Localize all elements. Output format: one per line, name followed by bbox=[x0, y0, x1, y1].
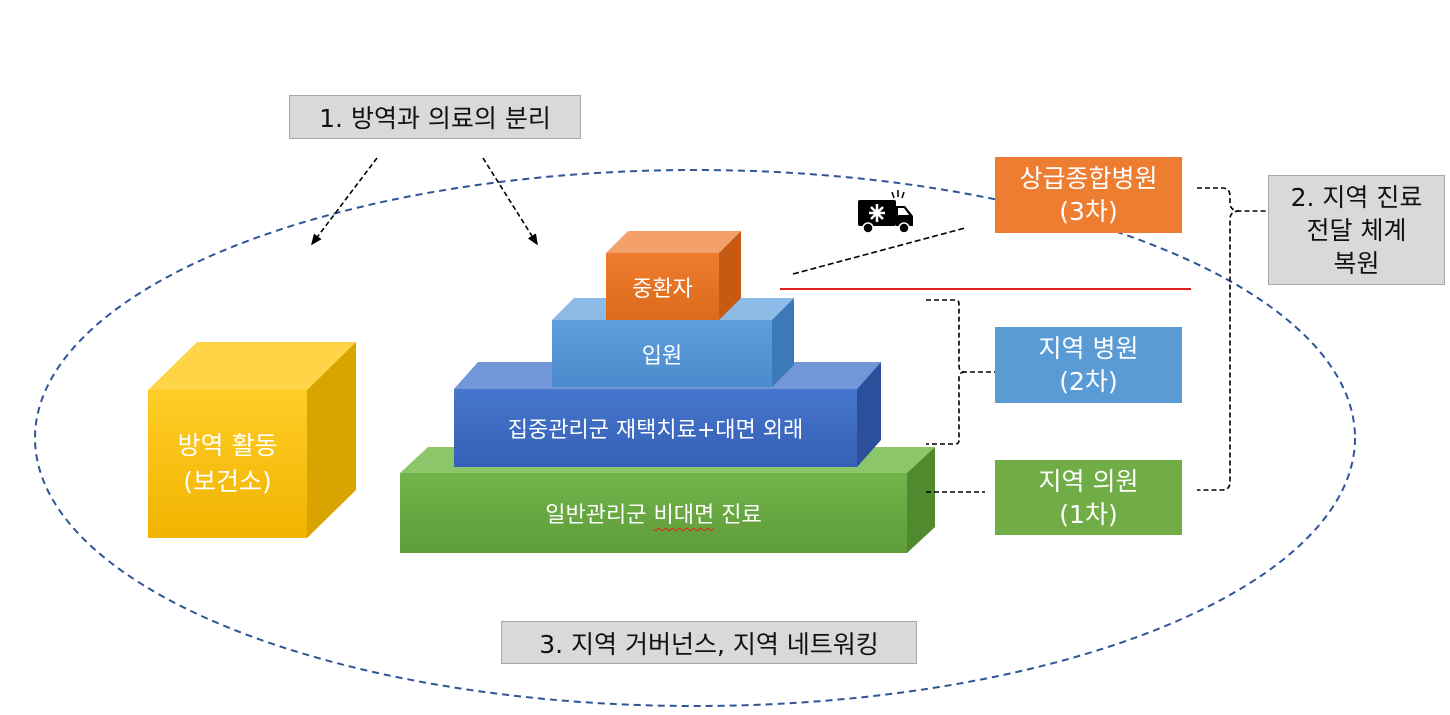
separation-callout: 1. 방역과 의료의 분리 bbox=[289, 95, 581, 139]
separation-callout-text: 1. 방역과 의료의 분리 bbox=[319, 104, 551, 133]
pyramid-base-text-squiggle: 비대면 bbox=[653, 503, 715, 528]
arrow-to-public-health bbox=[311, 157, 378, 246]
governance-ellipse bbox=[34, 169, 1356, 707]
public-health-line2: (보건소) bbox=[183, 467, 272, 496]
delivery-callout-line1: 2. 지역 진료 bbox=[1290, 182, 1423, 212]
pyramid-third-label: 집중관리군 재택치료+대면 외래 bbox=[454, 389, 857, 467]
tier-tertiary-level: (3차) bbox=[1059, 197, 1118, 226]
tier-tertiary-name: 상급종합병원 bbox=[1019, 164, 1158, 193]
pyramid-second-label: 입원 bbox=[552, 320, 772, 387]
delivery-callout-line2: 전달 체계 bbox=[1306, 215, 1407, 245]
pyramid-second-text: 입원 bbox=[641, 343, 683, 369]
tier-secondary-level: (2차) bbox=[1059, 367, 1118, 396]
tier-primary-name: 지역 의원 bbox=[1038, 466, 1139, 496]
pyramid-base-text-prefix: 일반관리군 bbox=[545, 503, 654, 528]
tier-secondary-name: 지역 병원 bbox=[1038, 334, 1139, 363]
governance-callout-text: 3. 지역 거버넌스, 지역 네트워킹 bbox=[539, 629, 879, 659]
pyramid-top-block bbox=[606, 231, 741, 320]
pyramid-base-text-suffix: 진료 bbox=[714, 503, 762, 528]
pyramid-top-text: 중환자 bbox=[632, 276, 693, 302]
pyramid-third-text: 집중관리군 재택치료+대면 외래 bbox=[507, 418, 804, 443]
delivery-callout-line3: 복원 bbox=[1333, 248, 1380, 278]
public-health-cube bbox=[148, 342, 356, 538]
bracket-secondary bbox=[926, 299, 997, 445]
delivery-system-callout: 2. 지역 진료 전달 체계 복원 bbox=[1268, 175, 1445, 285]
tier-tertiary-box: 상급종합병원 (3차) bbox=[995, 157, 1182, 233]
governance-callout: 3. 지역 거버넌스, 지역 네트워킹 bbox=[501, 621, 917, 664]
tier-secondary-box: 지역 병원 (2차) bbox=[995, 327, 1182, 403]
bracket-tiers bbox=[1197, 187, 1266, 491]
ambulance-icon bbox=[858, 190, 913, 234]
pyramid-top-label: 중환자 bbox=[606, 253, 719, 320]
tier-primary-box: 지역 의원 (1차) bbox=[995, 460, 1182, 535]
public-health-label: 방역 활동 (보건소) bbox=[148, 390, 307, 538]
pyramid-base-label: 일반관리군 비대면 진료 bbox=[400, 473, 907, 553]
transfer-line bbox=[792, 227, 966, 275]
public-health-line1: 방역 활동 bbox=[177, 431, 278, 460]
arrow-to-medical-care bbox=[482, 157, 538, 246]
tier-primary-level: (1차) bbox=[1059, 499, 1118, 529]
